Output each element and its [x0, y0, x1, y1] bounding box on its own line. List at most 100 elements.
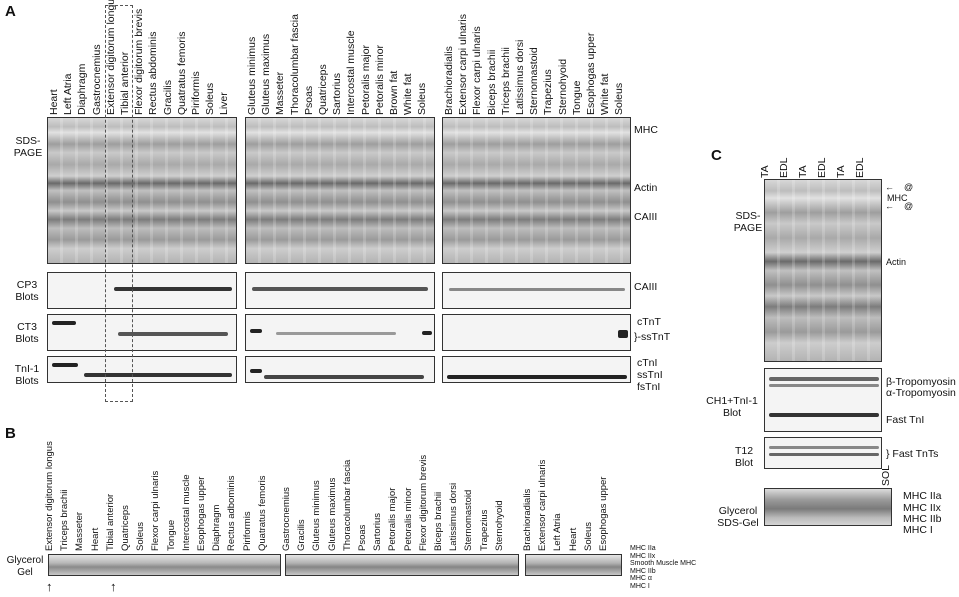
- panel-b-lane-label: Petoralis major: [387, 487, 399, 551]
- panel-b-lane-label: Masseter: [74, 511, 86, 551]
- panel-b-letter: B: [5, 425, 16, 442]
- panel-a-sds-gel-3: [442, 117, 631, 264]
- panel-c-fasttnts-label: } Fast TnTs: [886, 448, 939, 460]
- panel-b-lane-label: Biceps brachii: [433, 491, 444, 551]
- panel-c-arrow-1: ←: [885, 182, 894, 192]
- panel-a-caiii-blot-label: CAIII: [634, 281, 658, 293]
- panel-b-lane-label: Esophogas upper: [598, 476, 609, 551]
- panel-a-lane-label: Quatriceps: [317, 64, 329, 115]
- panel-b-lane-label: Psoas: [357, 524, 368, 551]
- panel-b-lane-label: Trapezius: [478, 509, 490, 551]
- panel-c-mhc1-label: MHC I: [903, 524, 933, 536]
- panel-a-lane-label: Flexor digitorum brevis: [133, 8, 146, 115]
- panel-b-lane-label: Intercostal muscle: [180, 474, 192, 551]
- panel-b-lane-label: Diaphragm: [211, 504, 223, 551]
- panel-b-lane-label: Flexor carpi ulnaris: [150, 470, 162, 551]
- panel-b-lane-label: Tibial anterior: [104, 493, 116, 551]
- panel-a-sstnt-label: }-ssTnT: [634, 331, 671, 343]
- panel-a-lane-label: Piriformis: [190, 71, 202, 115]
- panel-a-lane-label: Biceps brachii: [485, 49, 498, 115]
- panel-b-lane-label: Triceps brachii: [59, 489, 71, 551]
- panel-a-cp3-blot-3: [442, 272, 631, 309]
- panel-b-lane-label: Thoracolumbar fascia: [341, 459, 353, 551]
- panel-c-t12-blot: [764, 437, 882, 469]
- panel-b-lane-label: Esophogas upper: [196, 476, 207, 551]
- panel-b-lane-label: Brachioradialis: [522, 488, 533, 551]
- panel-a-lane-label: Left Atria: [62, 73, 75, 115]
- panel-b-lane-label: Flexor digitorum brevis: [417, 454, 429, 551]
- panel-b-arrow-ta: ↑: [110, 579, 117, 594]
- panel-a-lane-label: Sartorius: [331, 72, 344, 115]
- panel-b-mhc-label: MHC α: [630, 575, 652, 582]
- panel-b-lane-label: Left Atria: [552, 513, 564, 552]
- panel-a-lane-label: Gluteus minimus: [246, 36, 258, 115]
- panel-a-lane-label: Rectus abdominis: [147, 31, 160, 115]
- panel-a-lane-label: Gluteus maximus: [260, 33, 273, 115]
- panel-b-lane-label: Petoralis minor: [402, 487, 414, 551]
- panel-a-lane-label: Liver: [218, 92, 231, 115]
- panel-b-lane-label: Sternomastoid: [463, 489, 475, 551]
- panel-a-lane-label: Sternohyoid: [556, 58, 569, 115]
- panel-b-lane-label: Extensor carpi ulnaris: [537, 459, 549, 551]
- panel-b-lane-label: Gluteus minimus: [311, 480, 323, 551]
- panel-a-lane-label: Trapezius: [542, 69, 555, 115]
- panel-a-sds-gel-1: [47, 117, 237, 264]
- panel-b-lane-label: Rectus adbominis: [226, 475, 238, 551]
- panel-b-mhc-label: MHC IIx: [630, 552, 656, 560]
- panel-a-highlight-box: [105, 5, 133, 402]
- panel-b-mhc-label: MHC IIa: [630, 545, 656, 552]
- panel-b-lane-label: Extensor digitorum longus: [44, 441, 55, 551]
- panel-a-sstni-label: ssTnI: [637, 369, 663, 381]
- panel-a-ctni-label: cTnI: [637, 357, 658, 369]
- panel-a-lane-label: Gracilis: [161, 79, 174, 115]
- panel-a-mhc-label: MHC: [634, 124, 658, 136]
- panel-b-lane-label: Tongue: [165, 519, 177, 551]
- panel-a-lane-label: Diaphragm: [76, 63, 89, 115]
- panel-a-caiii-label: CAIII: [634, 211, 658, 223]
- panel-c-atm-label: α-Tropomyosin: [886, 387, 956, 399]
- panel-a-lane-label: Heart: [48, 89, 60, 115]
- panel-c-lane-label: EDL: [778, 157, 790, 178]
- panel-c-sds-label: SDS-PAGE: [733, 210, 763, 234]
- panel-c-glycerol-gel: [764, 488, 892, 526]
- panel-c-sds-gel: [764, 179, 882, 362]
- panel-a-lane-label: Brown fat: [388, 70, 400, 115]
- panel-c-mhc2b-label: MHC IIb: [903, 513, 942, 525]
- panel-a-ct3-blot-2: [245, 314, 435, 351]
- panel-b-mhc-label: MHC IIb: [630, 567, 656, 575]
- panel-b-lane-label: Piriformis: [241, 511, 253, 551]
- panel-a-lane-label: Flexor carpi ulnaris: [471, 26, 484, 115]
- panel-b-arrow-edl: ↑: [46, 579, 53, 594]
- panel-a-ctnt-label: cTnT: [637, 316, 661, 328]
- panel-a-actin-label: Actin: [634, 182, 658, 194]
- panel-a-lane-label: Tongue: [570, 80, 583, 115]
- panel-c-mhc2x-label: MHC IIx: [903, 502, 941, 514]
- panel-a-lane-label: Soleus: [204, 82, 217, 115]
- panel-c-lane-label: EDL: [816, 157, 828, 178]
- panel-a-lane-label: Psoas: [302, 85, 315, 115]
- panel-b-lane-label: Latissimus dorsi: [448, 482, 460, 551]
- panel-a-sds-label: SDS-PAGE: [13, 135, 43, 159]
- panel-c-btm-label: β-Tropomyosin: [886, 376, 956, 388]
- panel-c-arrow-2: ←: [885, 201, 894, 211]
- panel-b-mhc-label: MHC I: [630, 582, 650, 590]
- panel-a-lane-label: Soleus: [416, 82, 429, 115]
- panel-a-ct3-blot-1: [47, 314, 237, 351]
- panel-a-lane-label: Extensor carpi ulnaris: [457, 14, 470, 115]
- panel-b-lane-label: Sartorius: [372, 512, 384, 551]
- panel-a-fstni-label: fsTnI: [637, 381, 661, 393]
- panel-c-lane-label: TA: [797, 165, 809, 178]
- panel-b-lane-label: Gluteus maximus: [326, 477, 338, 551]
- panel-b-lane-label: Quatriceps: [120, 505, 131, 551]
- panel-a-lane-label: White fat: [402, 73, 415, 115]
- panel-c-letter: C: [711, 147, 722, 164]
- panel-b-lane-label: Soleus: [582, 521, 594, 551]
- panel-c-ch1-blot: [764, 368, 882, 432]
